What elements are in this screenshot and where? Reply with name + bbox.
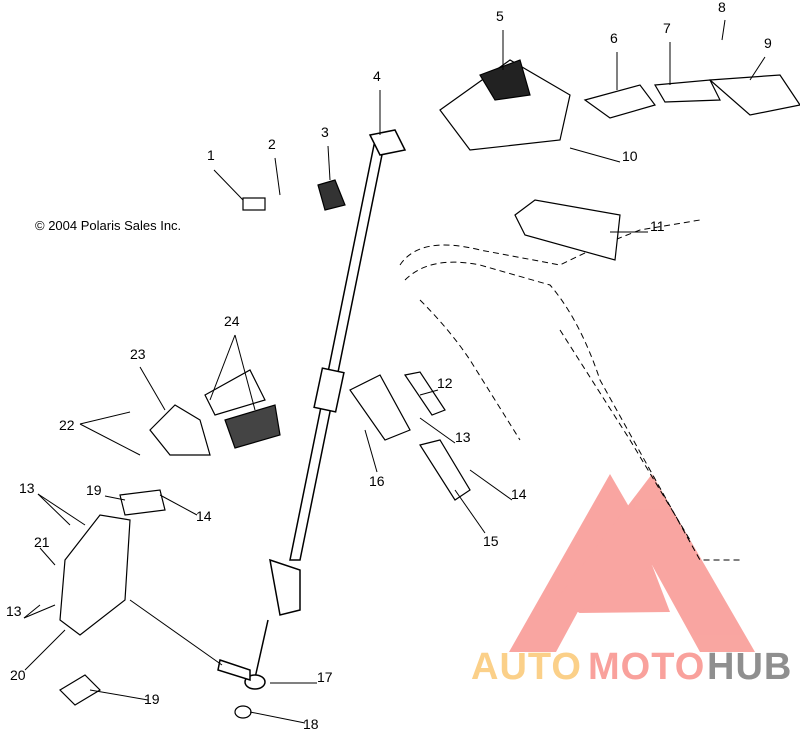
callout-12: 12 [437, 375, 453, 391]
handlebar-outline [399, 219, 740, 561]
callout-14: 14 [196, 508, 212, 524]
callout-3: 3 [321, 124, 329, 140]
steering-post [217, 129, 407, 690]
callout-13: 13 [19, 480, 35, 496]
callout-23: 23 [130, 346, 146, 362]
callout-16: 16 [369, 473, 385, 489]
callout-19: 19 [144, 691, 160, 707]
callout-7: 7 [663, 20, 671, 36]
watermark-auto: AUTO [471, 646, 582, 688]
callout-20: 20 [10, 667, 26, 683]
callout-9: 9 [764, 35, 772, 51]
callout-13: 13 [455, 429, 471, 445]
callout-21: 21 [34, 534, 50, 550]
callout-22: 22 [59, 417, 75, 433]
callout-11: 11 [650, 218, 665, 234]
callout-17: 17 [317, 669, 333, 685]
callout-24: 24 [224, 313, 240, 329]
callout-10: 10 [622, 148, 638, 164]
callout-4: 4 [373, 68, 381, 84]
callout-13: 13 [6, 603, 22, 619]
callout-15: 15 [483, 533, 499, 549]
callout-5: 5 [496, 8, 504, 24]
callout-18: 18 [303, 716, 319, 731]
callout-1: 1 [207, 147, 215, 163]
callout-19: 19 [86, 482, 102, 498]
callout-14: 14 [511, 486, 527, 502]
callout-2: 2 [268, 136, 276, 152]
watermark-hub: HUB [707, 646, 793, 688]
callout-8: 8 [718, 0, 726, 15]
leader-lines [23, 19, 766, 724]
watermark-logo [509, 474, 755, 652]
watermark-moto: MOTO [588, 646, 706, 688]
callout-6: 6 [610, 30, 618, 46]
copyright-notice: © 2004 Polaris Sales Inc. [35, 218, 182, 233]
